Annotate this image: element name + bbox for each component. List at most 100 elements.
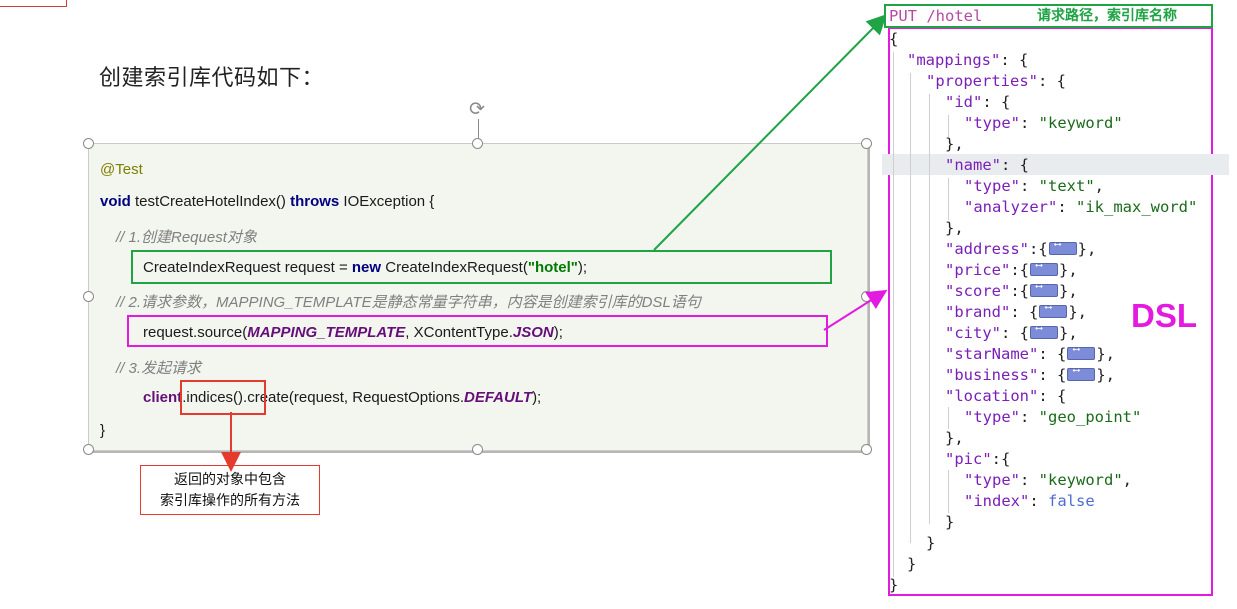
indent-guide <box>893 52 894 577</box>
code-text: IOException { <box>339 193 435 210</box>
json-string: "keyword" <box>1038 114 1123 132</box>
json-key: "score" <box>945 282 1011 300</box>
json-key: "city" <box>945 324 1001 342</box>
code-method-signature: void testCreateHotelIndex() throws IOExc… <box>100 193 434 210</box>
json-key: "address" <box>945 240 1029 258</box>
json-key: "location" <box>945 387 1039 405</box>
json-key: "starName" <box>945 345 1039 363</box>
resize-handle-bottom[interactable] <box>472 444 483 455</box>
dsl-line: { <box>889 30 899 48</box>
fold-expand-icon[interactable] <box>1067 365 1096 381</box>
dsl-request-line: PUT /hotel <box>889 7 982 25</box>
resize-handle-top-right[interactable] <box>861 138 872 149</box>
json-string: "ik_max_word" <box>1076 198 1198 216</box>
dsl-line: } <box>926 534 936 552</box>
code-comment-2: // 2.请求参数，MAPPING_TEMPLATE是静态常量字符串，内容是创建… <box>116 294 701 311</box>
json-string: "geo_point" <box>1038 408 1142 426</box>
code-create-request: CreateIndexRequest request = new CreateI… <box>143 259 587 276</box>
dsl-line: "name": { <box>945 156 1029 174</box>
indent-guide <box>948 178 949 220</box>
code-text: , XContentType. <box>405 324 513 341</box>
corner-mark <box>0 0 67 7</box>
dsl-line: "address":{}, <box>945 239 1096 258</box>
dsl-line: "index": false <box>964 492 1095 510</box>
dsl-line: }, <box>945 135 964 153</box>
code-textbox[interactable] <box>88 143 868 451</box>
dsl-line: "mappings": { <box>907 51 1029 69</box>
json-key: "index" <box>964 492 1030 510</box>
dsl-line: "location": { <box>945 387 1067 405</box>
dsl-line: "id": { <box>945 93 1011 111</box>
code-text: testCreateHotelIndex() <box>130 193 291 210</box>
indent-guide <box>948 115 949 137</box>
dsl-line: }, <box>945 219 964 237</box>
code-keyword: new <box>351 259 382 276</box>
fold-expand-icon[interactable] <box>1030 323 1058 339</box>
dsl-big-label: DSL <box>1131 297 1197 334</box>
code-string: "hotel" <box>527 259 578 276</box>
resize-handle-left[interactable] <box>83 291 94 302</box>
resize-handle-bottom-right[interactable] <box>861 444 872 455</box>
dsl-line: } <box>907 555 917 573</box>
dsl-line: "pic":{ <box>945 450 1011 468</box>
dsl-line: "analyzer": "ik_max_word" <box>964 198 1198 216</box>
tip-line-2: 索引库操作的所有方法 <box>160 493 300 509</box>
indent-guide <box>929 94 930 524</box>
code-text: CreateIndexRequest request = <box>143 259 352 276</box>
code-request-source: request.source(MAPPING_TEMPLATE, XConten… <box>143 324 563 341</box>
json-key: "type" <box>964 114 1020 132</box>
fold-expand-icon[interactable] <box>1030 260 1058 276</box>
dsl-line: "score":{}, <box>945 281 1078 300</box>
json-key: "analyzer" <box>964 198 1058 216</box>
json-key: "properties" <box>926 72 1038 90</box>
json-key: "id" <box>945 93 983 111</box>
resize-handle-top-left[interactable] <box>83 138 94 149</box>
dsl-line: } <box>889 576 899 594</box>
fold-expand-icon[interactable] <box>1067 344 1096 360</box>
code-constant: MAPPING_TEMPLATE <box>247 324 406 341</box>
dsl-line: "business": {}, <box>945 365 1115 384</box>
json-key: "brand" <box>945 303 1011 321</box>
dsl-line: "brand": {}, <box>945 302 1087 321</box>
dsl-line: "type": "geo_point" <box>964 408 1142 426</box>
json-key: "price" <box>945 261 1011 279</box>
code-comment-1: // 1.创建Request对象 <box>116 229 257 246</box>
json-string: "text" <box>1038 177 1095 195</box>
rotate-icon[interactable]: ⟳ <box>469 98 485 120</box>
fold-expand-icon[interactable] <box>1048 239 1077 255</box>
dsl-line: "type": "keyword", <box>964 471 1133 489</box>
json-key: "business" <box>945 366 1039 384</box>
fold-expand-icon[interactable] <box>1030 281 1058 297</box>
highlight-indices <box>180 380 266 415</box>
highlight-request-source <box>127 315 828 347</box>
dsl-line: }, <box>945 429 964 447</box>
json-key: "mappings" <box>907 51 1001 69</box>
code-field: client <box>143 389 183 406</box>
code-text: request.source( <box>143 324 248 341</box>
http-method: PUT <box>889 7 917 25</box>
fold-expand-icon[interactable] <box>1039 302 1068 318</box>
page-title: 创建索引库代码如下： <box>99 66 325 91</box>
green-arrow <box>653 14 887 251</box>
current-line-highlight <box>882 154 1229 175</box>
dsl-line: "city": {}, <box>945 323 1078 342</box>
json-boolean: false <box>1048 492 1095 510</box>
indent-guide <box>910 73 911 543</box>
code-text: CreateIndexRequest( <box>381 259 528 276</box>
code-closing-brace: } <box>100 422 106 439</box>
code-text: ); <box>553 324 563 341</box>
code-text: ); <box>532 389 542 406</box>
dsl-line: "properties": { <box>926 72 1066 90</box>
code-keyword: void <box>100 193 131 210</box>
resize-handle-bottom-left[interactable] <box>83 444 94 455</box>
json-key: "type" <box>964 177 1020 195</box>
json-key: "name" <box>945 156 1001 174</box>
dsl-line: "starName": {}, <box>945 344 1115 363</box>
code-keyword: throws <box>290 193 340 210</box>
json-string: "keyword" <box>1038 471 1123 489</box>
highlight-create-request <box>131 250 832 284</box>
indent-guide <box>948 470 949 513</box>
resize-handle-top[interactable] <box>472 138 483 149</box>
indent-guide <box>948 407 949 429</box>
